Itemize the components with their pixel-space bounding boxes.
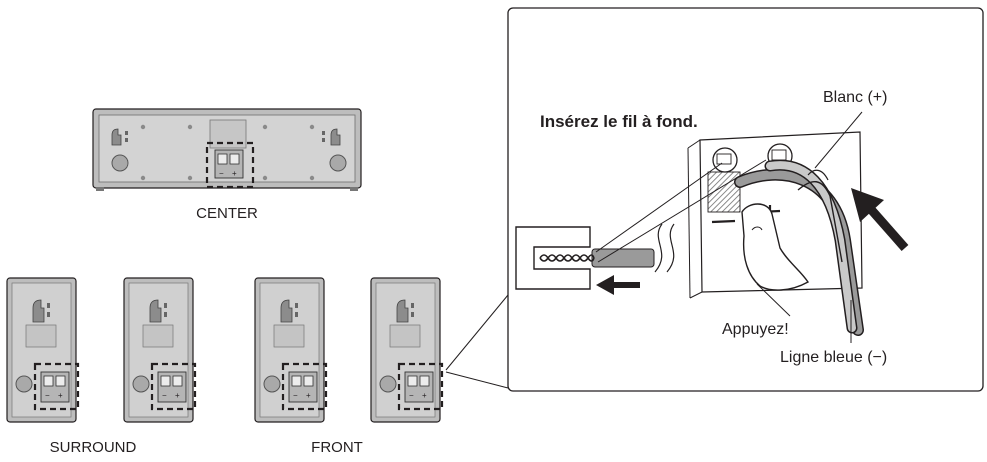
instruction-text: Insérez le fil à fond. xyxy=(540,112,698,131)
callout-line-upper xyxy=(445,294,509,371)
insert-arrow-icon xyxy=(851,188,909,251)
white-plus-pointer xyxy=(814,111,863,169)
front-left-minus-mark: − xyxy=(293,391,298,400)
pull-arrow-icon xyxy=(596,275,640,295)
front-right-minus-mark: − xyxy=(409,391,414,400)
surround-left-plus-mark: + xyxy=(58,391,63,400)
surround-speaker-right: − + xyxy=(123,277,197,423)
front-speaker-left: − + xyxy=(254,277,328,423)
blue-minus-label: Ligne bleue (−) xyxy=(780,349,887,366)
pressing-hand xyxy=(741,169,843,291)
surround-right-plus-mark: + xyxy=(175,391,180,400)
surround-label: SURROUND xyxy=(50,439,137,456)
press-pointer xyxy=(756,283,791,317)
center-speaker: − + xyxy=(92,108,362,191)
front-label: FRONT xyxy=(311,439,363,456)
surround-left-minus-mark: − xyxy=(45,391,50,400)
center-label: CENTER xyxy=(196,205,258,222)
white-plus-label: Blanc (+) xyxy=(823,89,887,106)
center-terminal-highlight xyxy=(205,141,255,189)
front-speaker-right: − + xyxy=(370,277,444,423)
center-plus-mark: + xyxy=(232,169,237,178)
center-terminal: − + xyxy=(214,149,244,179)
surround-right-minus-mark: − xyxy=(162,391,167,400)
surround-speaker-left: − + xyxy=(6,277,80,423)
press-label: Appuyez! xyxy=(722,321,789,338)
wire-inset xyxy=(515,159,767,290)
callout-line-lower xyxy=(445,371,509,389)
center-minus-mark: − xyxy=(219,169,224,178)
front-right-plus-mark: + xyxy=(422,391,427,400)
front-left-plus-mark: + xyxy=(306,391,311,400)
